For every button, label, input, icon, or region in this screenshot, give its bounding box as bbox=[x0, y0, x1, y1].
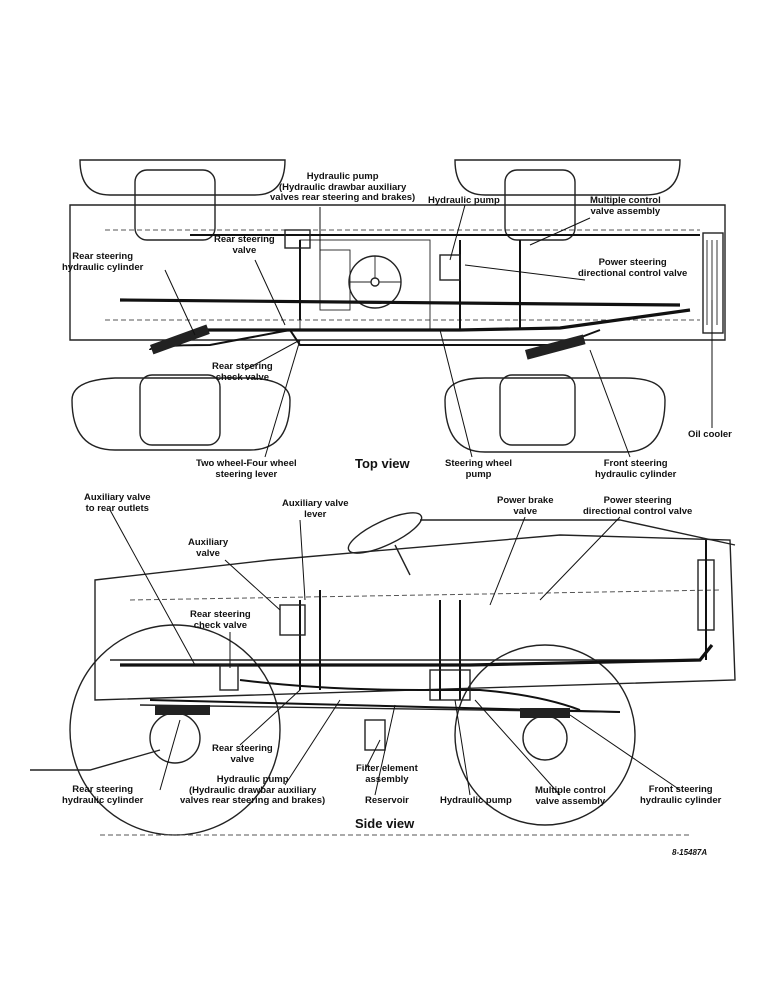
label-line: Front steering bbox=[603, 458, 668, 469]
label-line: valve bbox=[232, 244, 257, 256]
label-line: hydraulic cylinder bbox=[62, 261, 144, 273]
label-line: Auxiliary valve bbox=[282, 498, 349, 509]
label-line: Rear steering bbox=[72, 784, 134, 795]
label-side-hydraulic-pump: Hydraulic pump bbox=[440, 795, 512, 807]
label-line: valves rear steering and brakes) bbox=[270, 192, 416, 203]
label-line: to rear outlets bbox=[85, 502, 149, 514]
label-line: directional control valve bbox=[578, 267, 688, 279]
label-line: directional control valve bbox=[583, 505, 693, 517]
top-view-title: Top view bbox=[355, 456, 410, 471]
label-line: Reservoir bbox=[365, 795, 409, 806]
label-line: valve bbox=[230, 753, 255, 765]
label-top-two-four-wheel-lever: Two wheel-Four wheel steering lever bbox=[196, 458, 297, 480]
label-top-rear-steering-cylinder: Rear steering hydraulic cylinder bbox=[62, 251, 144, 273]
label-line: lever bbox=[304, 508, 327, 520]
label-top-rear-steering-valve: Rear steering valve bbox=[214, 234, 275, 256]
label-top-power-steering-dcv: Power steering directional control valve bbox=[578, 257, 688, 279]
label-side-front-steering-cylinder: Front steering hydraulic cylinder bbox=[640, 784, 722, 806]
label-side-rear-steering-check-valve: Rear steering check valve bbox=[190, 609, 251, 631]
label-line: Hydraulic pump bbox=[440, 795, 512, 806]
label-line: Multiple control bbox=[590, 195, 661, 206]
label-line: Rear steering bbox=[212, 743, 273, 754]
label-line: Front steering bbox=[648, 784, 713, 795]
label-line: hydraulic cylinder bbox=[62, 794, 144, 806]
label-line: pump bbox=[465, 468, 492, 480]
label-side-power-brake-valve: Power brake valve bbox=[497, 495, 554, 517]
label-line: (Hydraulic drawbar auxiliary bbox=[278, 181, 407, 193]
label-line: Power steering bbox=[603, 495, 672, 506]
label-line: Power brake bbox=[497, 495, 554, 506]
label-line: Rear steering bbox=[190, 609, 251, 620]
figure-code: 8-15487A bbox=[672, 848, 708, 857]
label-line: valve assembly bbox=[535, 795, 606, 807]
label-line: Two wheel-Four wheel bbox=[196, 458, 297, 469]
leader-lines bbox=[109, 204, 713, 796]
label-line: (Hydraulic drawbar auxiliary bbox=[188, 784, 317, 796]
side-view-title: Side view bbox=[355, 816, 415, 831]
label-line: steering lever bbox=[215, 468, 278, 480]
label-line: Filter element bbox=[356, 763, 418, 774]
label-top-front-steering-cylinder: Front steering hydraulic cylinder bbox=[595, 458, 677, 480]
label-line: Hydraulic pump bbox=[216, 774, 289, 785]
label-line: valve assembly bbox=[590, 205, 661, 217]
label-line: hydraulic cylinder bbox=[640, 794, 722, 806]
label-line: assembly bbox=[365, 773, 409, 785]
top-view-drawing bbox=[69, 159, 726, 453]
label-line: Auxiliary valve bbox=[84, 492, 151, 503]
label-line: Steering wheel bbox=[445, 458, 513, 469]
label-top-steering-wheel-pump: Steering wheel pump bbox=[445, 458, 513, 480]
label-side-auxiliary-valve: Auxiliary valve bbox=[188, 537, 229, 559]
label-top-oil-cooler: Oil cooler bbox=[688, 429, 732, 441]
label-top-multiple-control-valve: Multiple control valve assembly bbox=[590, 195, 661, 217]
label-line: Oil cooler bbox=[688, 429, 732, 440]
label-top-rear-steering-check-valve: Rear steering check valve bbox=[212, 361, 273, 383]
label-line: Hydraulic pump bbox=[428, 195, 500, 206]
label-line: valve bbox=[196, 547, 220, 559]
label-line: Power steering bbox=[598, 257, 667, 268]
label-line: check valve bbox=[193, 619, 248, 631]
label-top-hydraulic-pump: Hydraulic pump bbox=[428, 195, 500, 207]
side-view-drawing bbox=[30, 512, 736, 836]
label-line: check valve bbox=[215, 371, 270, 383]
label-line: Auxiliary bbox=[188, 537, 229, 548]
label-line: valve bbox=[513, 505, 538, 517]
label-line: Hydraulic pump bbox=[306, 171, 379, 182]
label-side-reservoir: Reservoir bbox=[365, 795, 409, 807]
label-line: valves rear steering and brakes) bbox=[180, 795, 326, 806]
label-side-multiple-control-valve: Multiple control valve assembly bbox=[535, 785, 606, 807]
label-side-hydraulic-pump-main: Hydraulic pump (Hydraulic drawbar auxili… bbox=[180, 774, 326, 807]
label-side-filter-element: Filter element assembly bbox=[356, 763, 418, 785]
label-side-auxiliary-valve-lever: Auxiliary valve lever bbox=[282, 498, 349, 520]
label-side-rear-steering-cylinder: Rear steering hydraulic cylinder bbox=[62, 784, 144, 806]
label-top-hydraulic-pump-main: Hydraulic pump (Hydraulic drawbar auxili… bbox=[270, 171, 416, 204]
label-line: hydraulic cylinder bbox=[595, 468, 677, 480]
label-side-auxiliary-valve-rear-outlets: Auxiliary valve to rear outlets bbox=[84, 492, 151, 514]
label-side-power-steering-dcv: Power steering directional control valve bbox=[583, 495, 693, 517]
label-line: Rear steering bbox=[212, 361, 273, 372]
label-line: Rear steering bbox=[214, 234, 275, 245]
label-line: Multiple control bbox=[535, 785, 606, 796]
label-side-rear-steering-valve: Rear steering valve bbox=[212, 743, 273, 765]
label-line: Rear steering bbox=[72, 251, 134, 262]
